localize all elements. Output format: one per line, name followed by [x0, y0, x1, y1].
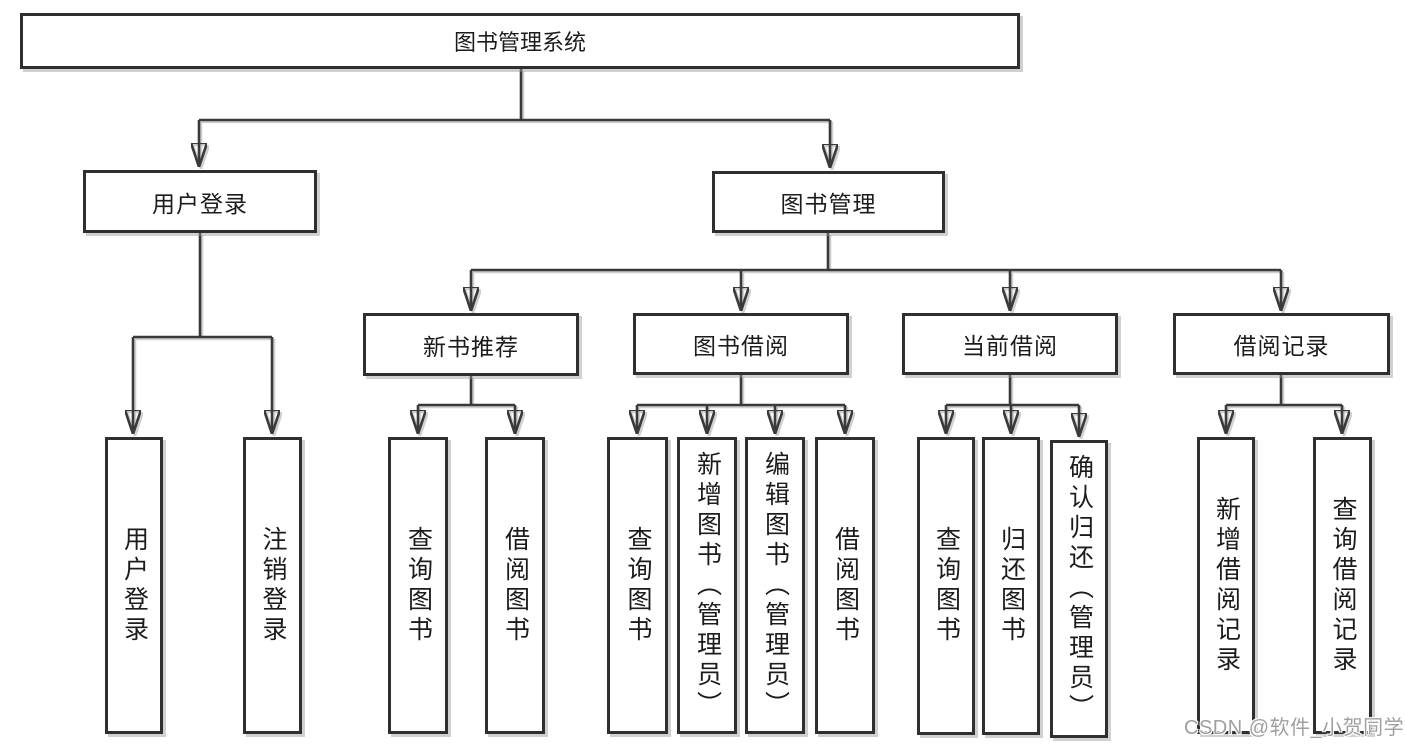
leaf-logout: 注销登录	[243, 437, 302, 734]
leaf-query-books-current: 查询图书	[917, 437, 975, 735]
node-borrowing-records: 借阅记录	[1173, 313, 1390, 375]
leaf-edit-book-admin-label: 编辑图书（管理员）	[761, 450, 790, 721]
leaf-borrow-books-label: 借阅图书	[831, 525, 860, 646]
leaf-query-books-borrow: 查询图书	[607, 437, 668, 734]
leaf-query-books-recommend: 查询图书	[388, 437, 448, 734]
leaf-user-login-label: 用户登录	[120, 525, 149, 646]
leaf-query-borrow-record: 查询借阅记录	[1313, 437, 1372, 734]
node-library-management-system: 图书管理系统	[20, 13, 1020, 69]
leaf-borrow-books: 借阅图书	[815, 437, 875, 734]
csdn-watermark: CSDN @软件_小贺同学	[1184, 717, 1405, 739]
leaf-query-borrow-record-label: 查询借阅记录	[1329, 495, 1357, 676]
leaf-add-book-admin: 新增图书（管理员）	[677, 437, 737, 734]
leaf-logout-label: 注销登录	[259, 525, 287, 646]
node-book-borrowing: 图书借阅	[633, 313, 849, 375]
node-user-login: 用户登录	[83, 170, 317, 233]
leaf-add-book-admin-label: 新增图书（管理员）	[693, 450, 722, 721]
leaf-return-book-label: 归还图书	[997, 526, 1026, 646]
leaf-return-book: 归还图书	[982, 437, 1040, 735]
leaf-edit-book-admin: 编辑图书（管理员）	[745, 437, 805, 734]
leaf-add-borrow-record: 新增借阅记录	[1197, 437, 1255, 734]
leaf-borrow-books-recommend: 借阅图书	[485, 437, 545, 734]
leaf-borrow-books-recommend-label: 借阅图书	[501, 525, 530, 646]
node-book-management: 图书管理	[712, 171, 945, 233]
leaf-user-login: 用户登录	[105, 437, 163, 734]
leaf-query-books-recommend-label: 查询图书	[404, 525, 433, 646]
leaf-query-books-borrow-label: 查询图书	[624, 525, 652, 646]
node-new-book-recommendation: 新书推荐	[363, 313, 579, 376]
node-current-borrowing: 当前借阅	[902, 313, 1118, 375]
leaf-confirm-return-admin-label: 确认归还（管理员）	[1065, 454, 1094, 724]
leaf-query-books-current-label: 查询图书	[932, 526, 961, 646]
leaf-confirm-return-admin: 确认归还（管理员）	[1050, 440, 1108, 738]
leaf-add-borrow-record-label: 新增借阅记录	[1212, 495, 1241, 676]
